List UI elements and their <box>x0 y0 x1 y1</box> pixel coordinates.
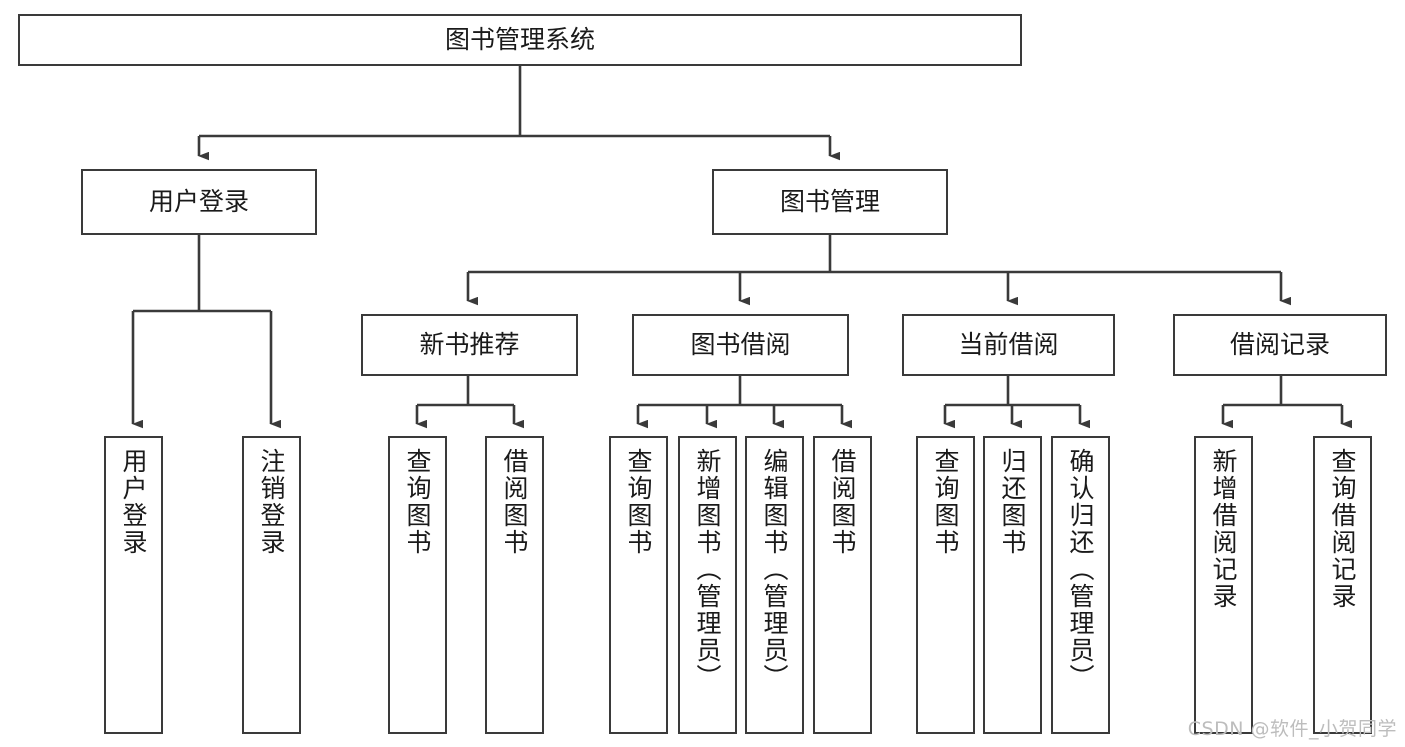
node-leaf-query-record[interactable]: 查询借阅记录 <box>1313 436 1372 734</box>
node-borrow-record-label: 借阅记录 <box>1229 330 1330 359</box>
node-leaf-query-book-3[interactable]: 查询图书 <box>916 436 975 734</box>
node-leaf-confirm-return-label: 确认归还（管理员） <box>1066 448 1095 691</box>
node-leaf-return-book[interactable]: 归还图书 <box>983 436 1042 734</box>
node-leaf-logout-login[interactable]: 注销登录 <box>242 436 301 734</box>
node-leaf-query-book-2[interactable]: 查询图书 <box>609 436 668 734</box>
node-leaf-borrow-book-1-label: 借阅图书 <box>500 448 529 556</box>
node-leaf-edit-book-label: 编辑图书（管理员） <box>760 448 789 691</box>
node-leaf-user-login[interactable]: 用户登录 <box>104 436 163 734</box>
node-leaf-query-book-1-label: 查询图书 <box>403 448 432 556</box>
node-leaf-query-book-3-label: 查询图书 <box>931 448 960 556</box>
node-leaf-user-login-label: 用户登录 <box>119 448 148 556</box>
node-new-book-rec[interactable]: 新书推荐 <box>361 314 578 376</box>
node-new-book-rec-label: 新书推荐 <box>419 330 520 359</box>
node-user-login[interactable]: 用户登录 <box>81 169 317 235</box>
node-book-manage[interactable]: 图书管理 <box>712 169 948 235</box>
node-leaf-return-book-label: 归还图书 <box>998 448 1027 556</box>
node-root-label: 图书管理系统 <box>444 25 595 54</box>
node-current-borrow-label: 当前借阅 <box>958 330 1059 359</box>
node-root[interactable]: 图书管理系统 <box>18 14 1022 66</box>
node-book-borrow[interactable]: 图书借阅 <box>632 314 849 376</box>
node-leaf-add-book-label: 新增图书（管理员） <box>693 448 722 691</box>
node-leaf-borrow-book-2[interactable]: 借阅图书 <box>813 436 872 734</box>
node-leaf-logout-login-label: 注销登录 <box>257 448 286 556</box>
node-book-manage-label: 图书管理 <box>779 187 880 216</box>
node-leaf-borrow-book-1[interactable]: 借阅图书 <box>485 436 544 734</box>
node-book-borrow-label: 图书借阅 <box>690 330 791 359</box>
node-leaf-confirm-return[interactable]: 确认归还（管理员） <box>1051 436 1110 734</box>
node-leaf-query-book-2-label: 查询图书 <box>624 448 653 556</box>
node-leaf-edit-book[interactable]: 编辑图书（管理员） <box>745 436 804 734</box>
node-leaf-query-record-label: 查询借阅记录 <box>1328 448 1357 610</box>
node-user-login-label: 用户登录 <box>148 187 249 216</box>
node-leaf-query-book-1[interactable]: 查询图书 <box>388 436 447 734</box>
node-borrow-record[interactable]: 借阅记录 <box>1173 314 1387 376</box>
node-leaf-borrow-book-2-label: 借阅图书 <box>828 448 857 556</box>
node-leaf-add-book[interactable]: 新增图书（管理员） <box>678 436 737 734</box>
node-current-borrow[interactable]: 当前借阅 <box>902 314 1115 376</box>
node-leaf-add-record-label: 新增借阅记录 <box>1209 448 1238 610</box>
watermark-text: CSDN @软件_小贺同学 <box>1187 718 1397 740</box>
node-leaf-add-record[interactable]: 新增借阅记录 <box>1194 436 1253 734</box>
